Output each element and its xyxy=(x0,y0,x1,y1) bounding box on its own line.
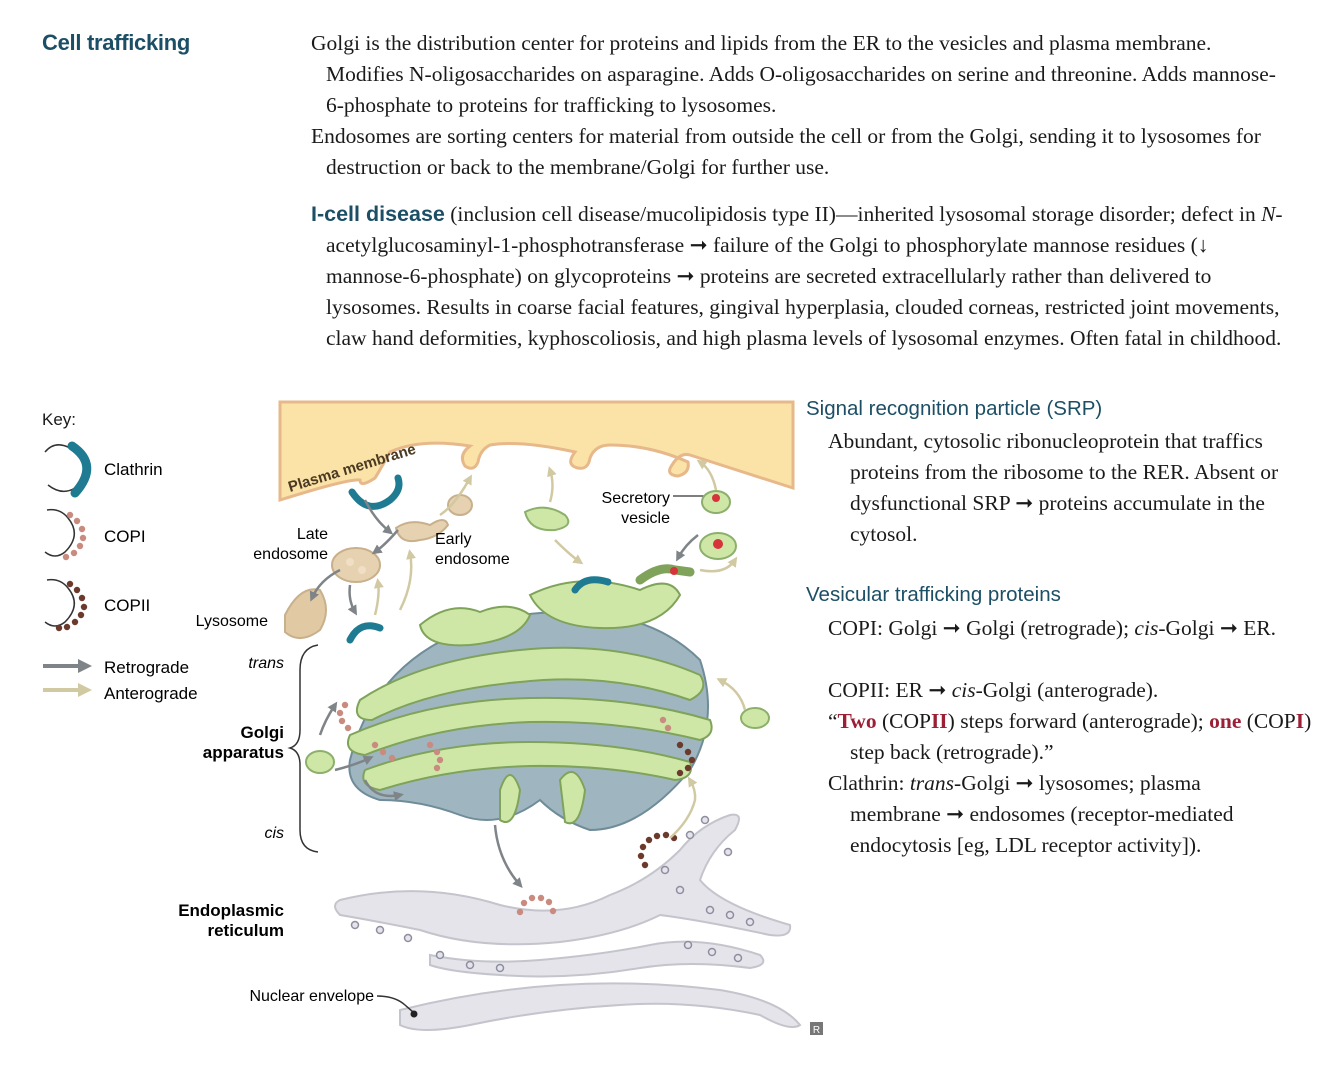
trans-label: trans xyxy=(248,655,284,672)
copii-coat-dots xyxy=(676,741,696,777)
copi-key-icon xyxy=(44,508,87,561)
icell-paragraph: I-cell disease (inclusion cell disease/m… xyxy=(311,199,1286,354)
secretory-label-1: Secretory xyxy=(602,490,670,507)
copii-key-icon xyxy=(44,578,88,632)
er-copi-bud-dots xyxy=(516,894,557,916)
key-copii-label: COPII xyxy=(104,596,150,615)
endosome-paragraph: Endosomes are sorting centers for materi… xyxy=(311,124,1261,179)
golgi-brace xyxy=(287,644,319,853)
late-endosome xyxy=(331,547,381,583)
key-copi-label: COPI xyxy=(104,527,146,546)
rx-logo-text: R xyxy=(813,1025,820,1036)
vesicular-heading: Vesicular trafficking proteins xyxy=(806,583,1061,606)
golgi-label-1: Golgi xyxy=(241,723,284,742)
clathrin-key-icon xyxy=(44,441,92,498)
icell-term: I-cell disease xyxy=(311,202,445,226)
key-title: Key: xyxy=(42,410,76,429)
early-endosome xyxy=(394,519,450,543)
key-anterograde-label: Anterograde xyxy=(104,684,198,703)
nuclear-envelope-label: Nuclear envelope xyxy=(249,988,374,1005)
ribosome-dots xyxy=(350,815,755,973)
late-endosome-label-1: Late xyxy=(297,526,328,543)
golgi-apparatus xyxy=(346,564,713,832)
srp-body: Abundant, cytosolic ribonucleoprotein th… xyxy=(828,429,1279,546)
late-endosome-label-2: endosome xyxy=(253,546,328,563)
trafficking-figure: Key: Clathrin COPI COPII Retrograde Ante… xyxy=(42,400,823,1036)
retrograde-key-arrow-icon xyxy=(43,659,92,673)
icell-enzyme-prefix: N xyxy=(1261,202,1276,226)
trafficking-arrows xyxy=(309,459,747,889)
icell-def-1: (inclusion cell disease/mucolipidosis ty… xyxy=(444,202,1262,226)
clathrin-pit-icon xyxy=(348,474,403,510)
early-endosome-label-1: Early xyxy=(435,531,471,548)
endoplasmic-reticulum xyxy=(334,813,802,1031)
early-endosome-label-2: endosome xyxy=(435,551,510,568)
lysosome xyxy=(284,588,327,639)
lysosome-label: Lysosome xyxy=(196,613,268,630)
secretory-label-2: vesicle xyxy=(621,510,670,527)
rx-logo xyxy=(810,1022,823,1035)
plasma-membrane xyxy=(278,400,795,503)
cis-label: cis xyxy=(264,825,284,842)
clathrin-line: Clathrin: trans-Golgi ➞ lysosomes; plasm… xyxy=(828,771,1234,857)
golgi-paragraph: Golgi is the distribution center for pro… xyxy=(311,31,1276,117)
srp-heading: Signal recognition particle (SRP) xyxy=(806,397,1103,420)
copii-line: COPII: ER ➞ cis-Golgi (anterograde). xyxy=(828,678,1159,702)
section-title: Cell trafficking xyxy=(42,30,191,55)
er-label-2: reticulum xyxy=(207,921,284,940)
golgi-label-2: apparatus xyxy=(203,743,284,762)
er-label-1: Endoplasmic xyxy=(178,901,284,920)
copi-line: COPI: Golgi ➞ Golgi (retrograde); cis-Go… xyxy=(828,616,1277,640)
key-retrograde-label: Retrograde xyxy=(104,658,189,677)
mnemonic-line: “Two (COPII) steps forward (anterograde)… xyxy=(828,709,1312,764)
anterograde-key-arrow-icon xyxy=(43,683,92,697)
key-clathrin-label: Clathrin xyxy=(104,460,163,479)
icell-def-2: -acetylglucosaminyl-1-phosphotransferase… xyxy=(326,202,1283,350)
copi-coat-dots xyxy=(336,701,672,772)
